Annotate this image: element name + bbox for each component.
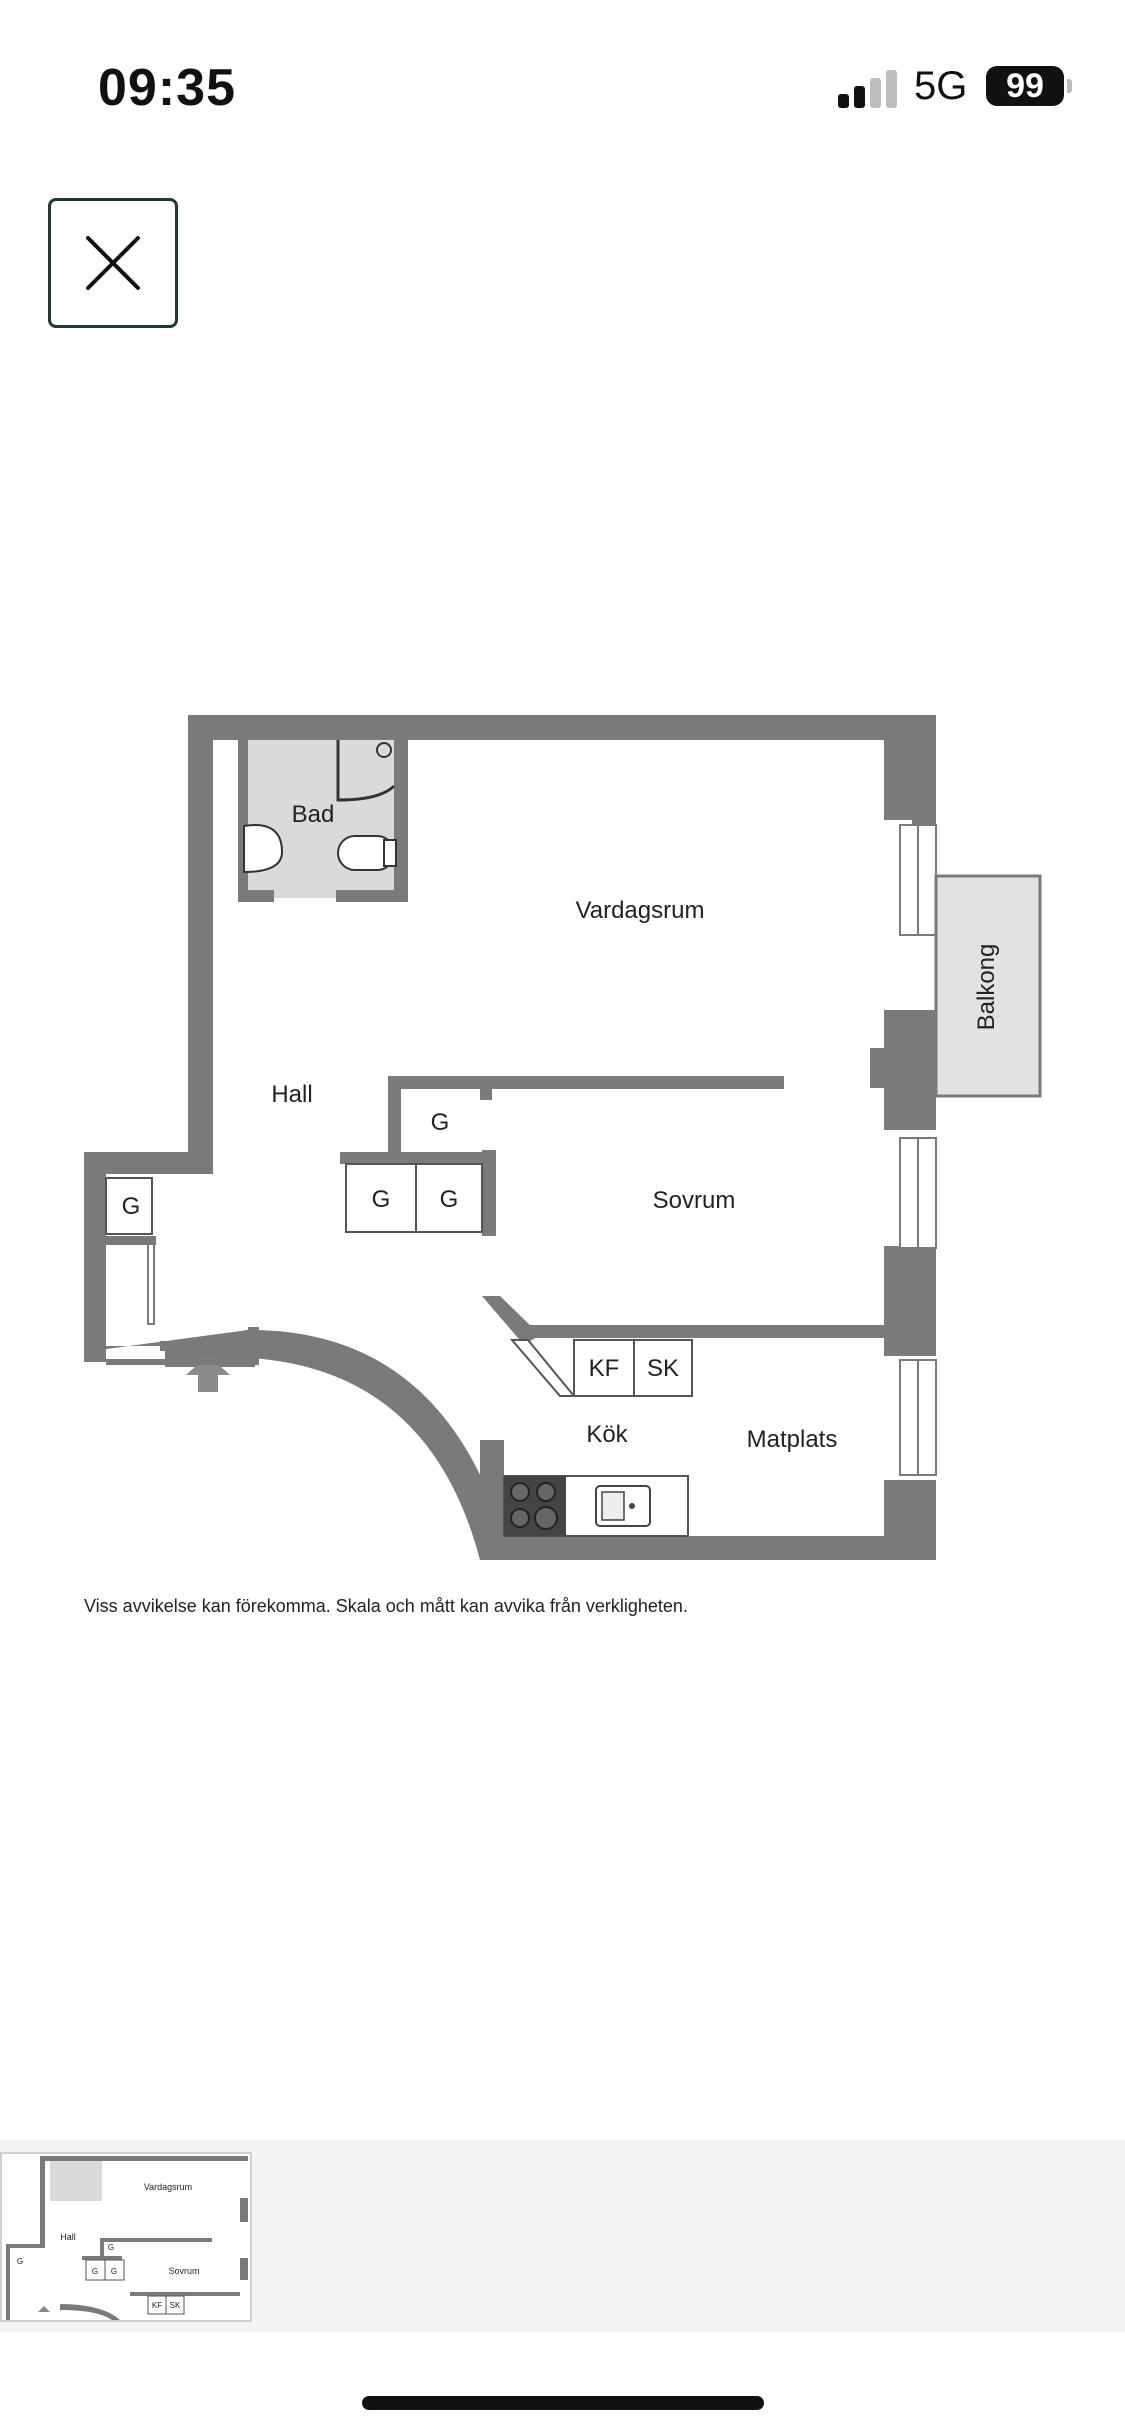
close-x-icon bbox=[86, 236, 140, 290]
room-label-bad: Bad bbox=[292, 801, 335, 828]
thumb-label-sk: SK bbox=[170, 2301, 181, 2310]
bath-wall-left bbox=[238, 740, 248, 898]
floorplan-thumbnail[interactable]: Vardagsrum Hall Sovrum G G G G KF SK bbox=[0, 2152, 252, 2322]
room-label-balkong: Balkong bbox=[973, 944, 1000, 1031]
floorplan-image: .w{fill:#7a7a7a} bbox=[84, 715, 1042, 1560]
thumb-label-kf: KF bbox=[152, 2301, 162, 2310]
entrance-arrow-icon bbox=[186, 1355, 230, 1392]
network-type: 5G bbox=[914, 64, 968, 108]
sink-icon bbox=[243, 824, 284, 874]
thumb-label-g: G bbox=[108, 2243, 114, 2252]
fixture-label-g: G bbox=[431, 1109, 450, 1136]
wall-entry-top bbox=[84, 1152, 213, 1174]
battery-icon: 99 bbox=[986, 66, 1064, 106]
close-button[interactable] bbox=[48, 198, 178, 328]
wall-right-pillar bbox=[884, 1010, 936, 1130]
fixture-label-sk: SK bbox=[647, 1355, 679, 1382]
wall-wardrobe-right bbox=[482, 1150, 496, 1236]
room-label-hall: Hall bbox=[271, 1081, 312, 1108]
wall-right-1b bbox=[884, 715, 924, 820]
wall-right-3 bbox=[884, 1246, 936, 1356]
bath-wall-bottom-a bbox=[238, 890, 274, 902]
fixture-label-g: G bbox=[372, 1186, 391, 1213]
wall-sovrum-bottom bbox=[524, 1325, 894, 1338]
floorplan-disclaimer: Viss avvikelse kan förekomma. Skala och … bbox=[84, 1596, 688, 1616]
wall-left-upper bbox=[188, 715, 213, 1155]
wall-entry-left bbox=[84, 1152, 106, 1362]
thumb-label-g: G bbox=[92, 2267, 98, 2276]
shower-icon bbox=[336, 740, 396, 802]
wall-wardrobe-left bbox=[388, 1076, 401, 1156]
room-label-vardagsrum: Vardagsrum bbox=[576, 897, 705, 924]
thumb-label-sovrum: Sovrum bbox=[168, 2266, 199, 2276]
wardrobe-entry bbox=[105, 1177, 153, 1235]
thumbnail-strip: Vardagsrum Hall Sovrum G G G G KF SK bbox=[0, 2140, 1125, 2332]
fixture-label-g: G bbox=[122, 1193, 141, 1220]
wardrobe-2 bbox=[415, 1163, 483, 1233]
fixture-label-kf: KF bbox=[589, 1355, 620, 1382]
battery-level: 99 bbox=[1006, 67, 1044, 105]
home-indicator[interactable] bbox=[362, 2396, 764, 2410]
wall-wardrobe-top bbox=[340, 1152, 496, 1164]
wall-sovrum-top bbox=[388, 1076, 784, 1089]
room-label-kok: Kök bbox=[586, 1421, 628, 1448]
status-time: 09:35 bbox=[98, 59, 236, 117]
thumb-label-g: G bbox=[111, 2267, 117, 2276]
bathroom-floor bbox=[238, 740, 404, 898]
freezer-cabinet bbox=[633, 1339, 693, 1397]
wall-right-pillar-notch bbox=[870, 1048, 890, 1088]
wardrobe-1 bbox=[345, 1163, 417, 1233]
wall-top bbox=[188, 715, 936, 740]
floorplan-thumbnail-image: Vardagsrum Hall Sovrum G G G G KF SK bbox=[6, 2156, 248, 2320]
balcony bbox=[934, 874, 1042, 1098]
thumb-label-g: G bbox=[17, 2257, 23, 2266]
thumb-label-vardagsrum: Vardagsrum bbox=[144, 2182, 192, 2192]
bath-wall-right bbox=[394, 740, 408, 902]
battery-tip bbox=[1067, 79, 1072, 93]
thumb-label-hall: Hall bbox=[60, 2232, 76, 2242]
wardrobe-3 bbox=[402, 1089, 480, 1151]
curved-wall bbox=[250, 1330, 504, 1560]
bath-wall-bottom-b bbox=[336, 890, 408, 902]
room-label-matplats: Matplats bbox=[747, 1426, 838, 1453]
room-label-sovrum: Sovrum bbox=[653, 1187, 736, 1214]
status-bar: 09:35 5G 99 bbox=[0, 0, 1125, 140]
wall-bottom-kitchen bbox=[480, 1536, 936, 1560]
wall-stub bbox=[480, 1086, 492, 1100]
fridge-freezer bbox=[573, 1339, 635, 1397]
closet-divider bbox=[106, 1236, 156, 1245]
fixture-label-g: G bbox=[440, 1186, 459, 1213]
cellular-signal-icon bbox=[838, 68, 900, 108]
